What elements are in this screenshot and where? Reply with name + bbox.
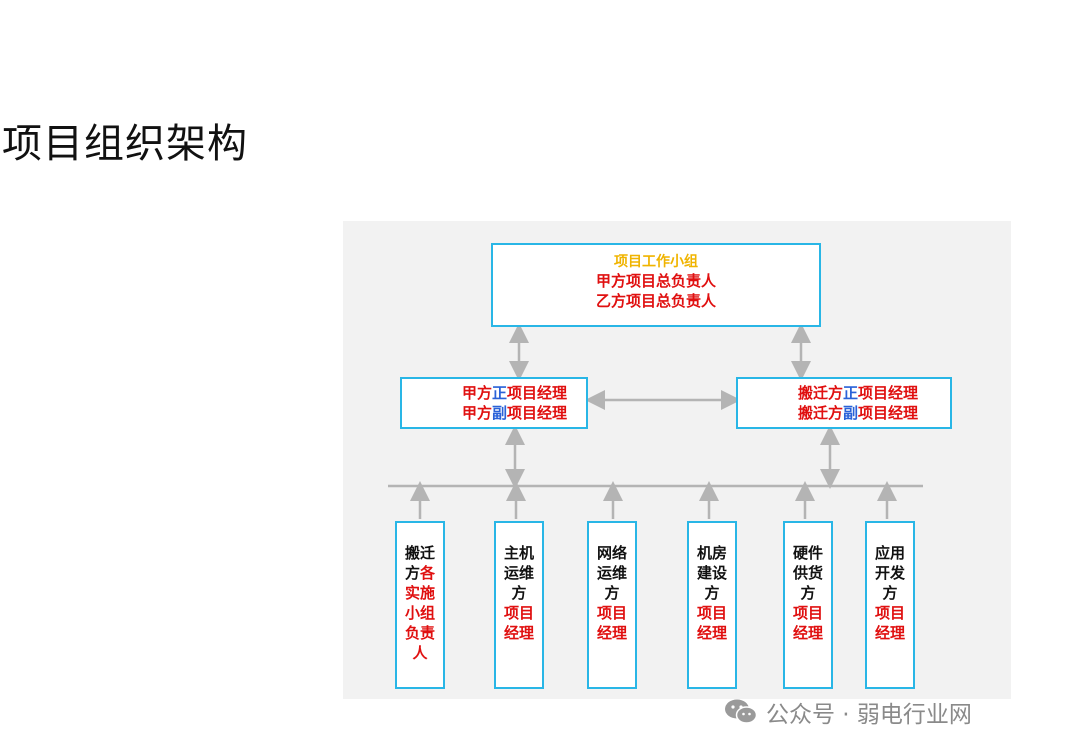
column-line: 机房 [696, 544, 727, 562]
watermark-text: 公众号 · 弱电行业网 [766, 702, 972, 728]
app-dev-box: 应用开发方项目经理 [865, 521, 915, 689]
party-b-lead: 乙方项目总负责人 [595, 292, 716, 310]
column-line: 经理 [792, 624, 823, 642]
column-line: 小组 [404, 604, 435, 622]
watermark: 公众号 · 弱电行业网 [724, 694, 972, 730]
network-ops-box: 网络运维方项目经理 [587, 521, 637, 689]
column-line: 硬件 [792, 544, 823, 562]
column-line: 开发 [874, 564, 905, 582]
project-work-group-box: 项目工作小组 甲方项目总负责人 乙方项目总负责人 [491, 243, 821, 327]
column-line: 方 [704, 584, 720, 602]
datacenter-build-box: 机房建设方项目经理 [687, 521, 737, 689]
column-line: 经理 [503, 624, 534, 642]
party-a-manager-box: 甲方正项目经理 甲方副项目经理 [400, 377, 588, 429]
host-ops-box: 主机运维方项目经理 [494, 521, 544, 689]
org-chart: 项目工作小组 甲方项目总负责人 乙方项目总负责人 甲方正项目经理 甲方副项目经理… [343, 221, 1011, 699]
column-line: 运维 [596, 564, 627, 582]
column-line: 方 [800, 584, 816, 602]
column-line: 项目 [596, 604, 627, 622]
column-line: 方 [511, 584, 527, 602]
party-a-lead: 甲方项目总负责人 [595, 272, 716, 290]
column-line: 方各 [404, 564, 436, 582]
column-line: 网络 [596, 544, 627, 562]
party-a-deputy-manager: 甲方副项目经理 [462, 404, 568, 422]
relocation-main-manager: 搬迁方正项目经理 [798, 384, 919, 402]
column-line: 方 [882, 584, 898, 602]
column-line: 经理 [596, 624, 627, 642]
relocation-team-box: 搬迁方各实施小组负责人 [395, 521, 445, 689]
page-title: 项目组织架构 [2, 121, 248, 167]
column-line: 应用 [874, 544, 905, 562]
wechat-icon [725, 699, 758, 724]
column-line: 项目 [503, 604, 534, 622]
column-line: 项目 [792, 604, 823, 622]
column-line: 经理 [696, 624, 727, 642]
column-line: 搬迁 [404, 544, 435, 562]
hardware-supply-box: 硬件供货方项目经理 [783, 521, 833, 689]
column-line: 人 [412, 644, 428, 662]
column-line: 项目 [696, 604, 727, 622]
connector-lines [388, 323, 923, 519]
work-group-title: 项目工作小组 [614, 254, 698, 270]
column-line: 项目 [874, 604, 905, 622]
column-line: 主机 [503, 544, 534, 562]
column-line: 供货 [792, 564, 823, 582]
party-a-main-manager: 甲方正项目经理 [462, 384, 568, 402]
relocation-manager-box: 搬迁方正项目经理 搬迁方副项目经理 [736, 377, 952, 429]
column-line: 建设 [696, 564, 727, 582]
column-line: 实施 [404, 584, 435, 602]
column-line: 负责 [404, 624, 435, 642]
column-line: 经理 [874, 624, 905, 642]
relocation-deputy-manager: 搬迁方副项目经理 [798, 404, 919, 422]
column-line: 方 [604, 584, 620, 602]
column-line: 运维 [503, 564, 534, 582]
